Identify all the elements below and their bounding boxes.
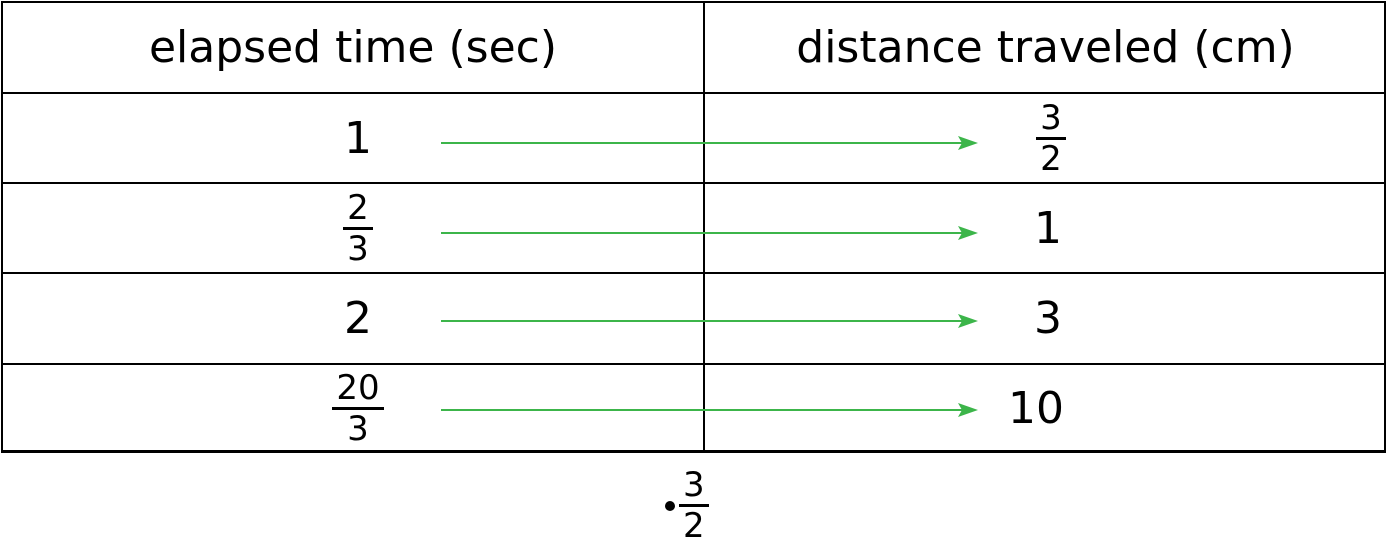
distance-cell-4: 10: [1008, 382, 1064, 434]
multiplication-dot-icon: [665, 500, 675, 511]
column-divider: [703, 3, 705, 450]
arrowhead-icon: [958, 403, 978, 417]
distance-cell-3: 3: [1034, 293, 1062, 344]
arrowhead-icon: [958, 136, 978, 150]
arrowhead-icon: [958, 226, 978, 240]
ratio-table: elapsed time (sec) distance traveled (cm…: [1, 1, 1386, 453]
time-cell-3: 2: [344, 293, 372, 344]
time-cell-1: 1: [344, 112, 372, 164]
header-elapsed-time: elapsed time (sec): [148, 22, 557, 73]
mapping-arrows: [441, 136, 978, 417]
header-distance-traveled: distance traveled (cm): [796, 22, 1295, 73]
arrowhead-icon: [958, 314, 978, 328]
distance-cell-2: 1: [1034, 202, 1062, 254]
row-divider: [3, 272, 1384, 274]
row-divider: [3, 182, 1384, 184]
row-divider: [3, 363, 1384, 365]
row-divider: [3, 92, 1384, 94]
